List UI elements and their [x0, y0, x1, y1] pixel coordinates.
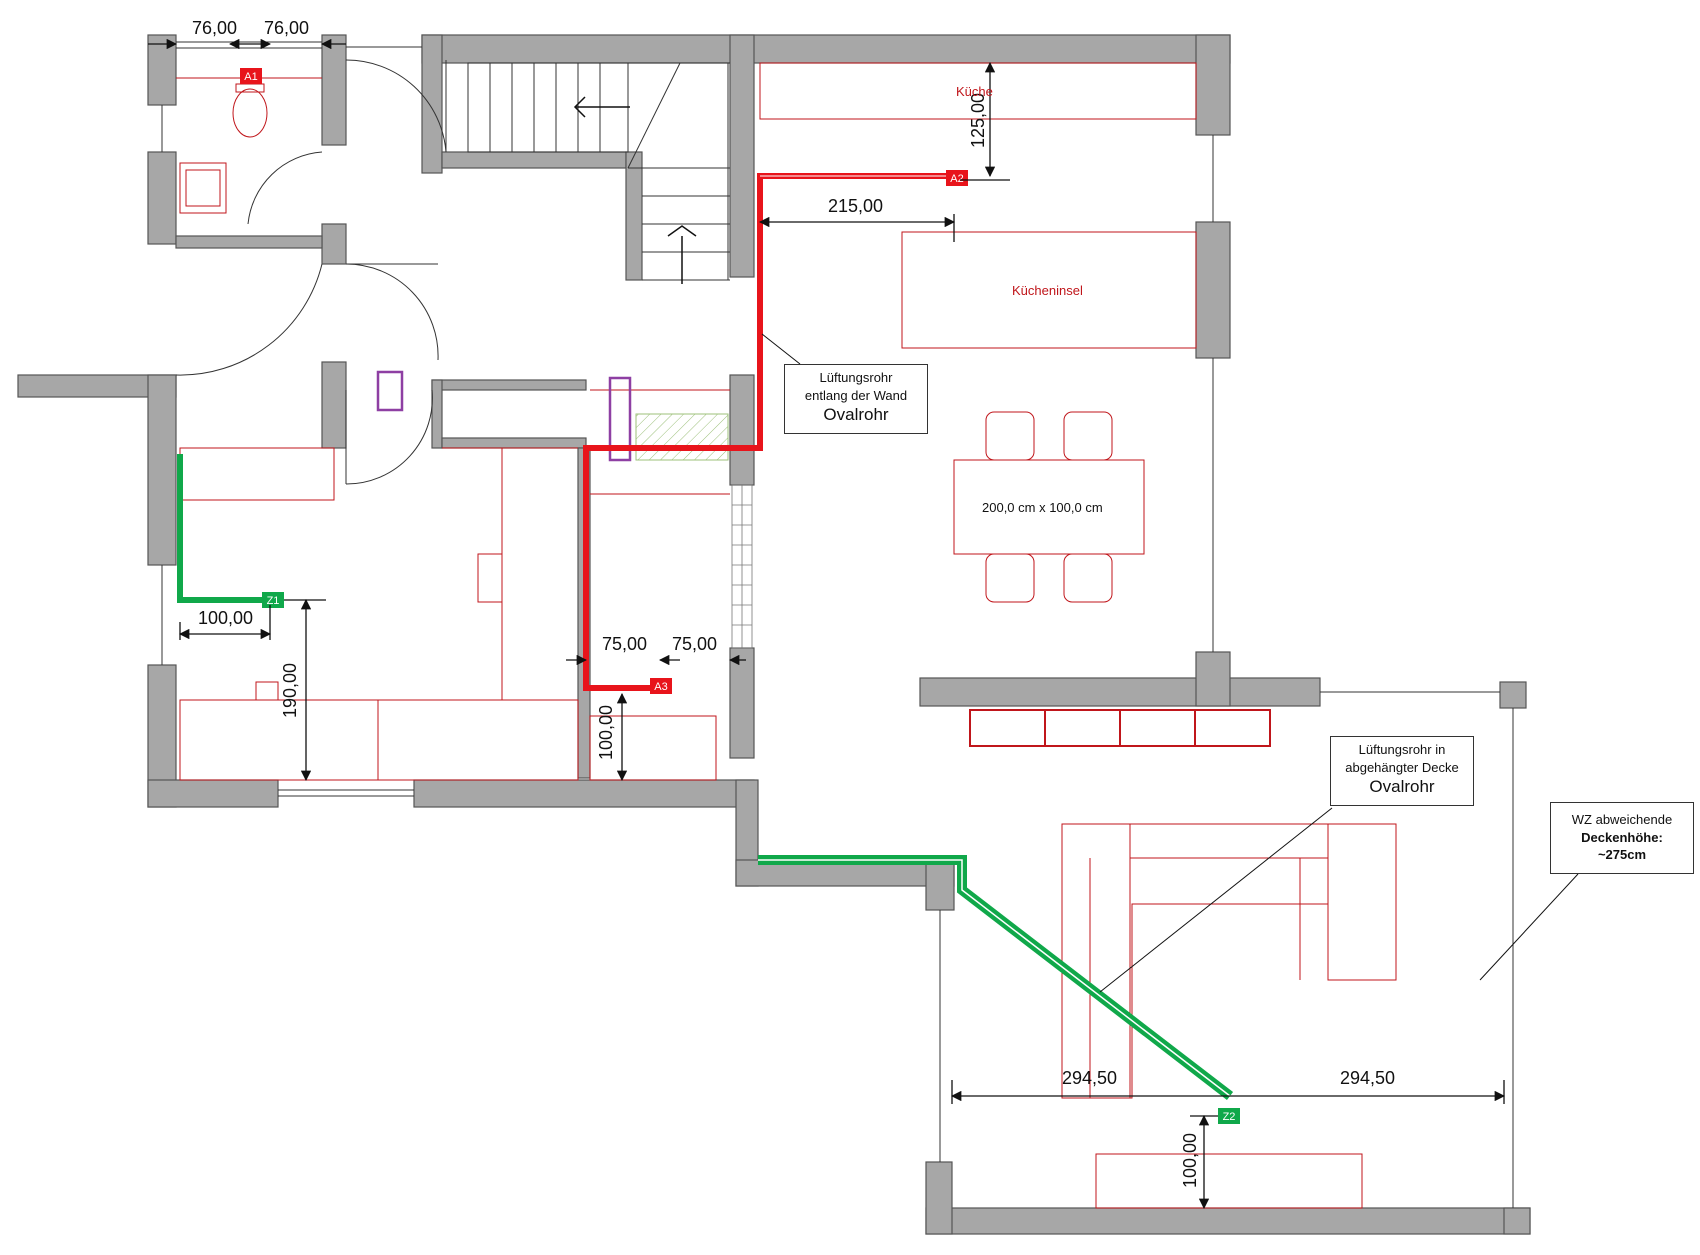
svg-text:A1: A1: [244, 71, 257, 83]
note-ceiling-height: WZ abweichende Deckenhöhe: ~275cm: [1550, 802, 1694, 874]
wall-wc-right-top: [321, 34, 347, 146]
wall-living-bottom: [925, 1207, 1531, 1235]
note-ceiling-height-line3: ~275cm: [1597, 847, 1647, 863]
sink-icon: [179, 162, 227, 214]
wall-stair-mid: [441, 151, 627, 169]
wall-central-bottom: [729, 647, 755, 759]
purple-marker-right: [608, 376, 632, 462]
svg-text:A3: A3: [654, 681, 667, 693]
wall-stair-left: [421, 34, 443, 174]
wall-living-pier: [1499, 681, 1527, 709]
note-ceiling-pipe-line2: abgehängter Decke: [1345, 759, 1459, 775]
note-ceiling-pipe-line1: Lüftungsrohr in: [1358, 742, 1446, 757]
wall-living-right-bottom: [1503, 1207, 1531, 1235]
wall-bottom-left: [147, 779, 279, 808]
staircase: [467, 62, 730, 284]
wall-entry-stub: [321, 361, 347, 449]
wall-kitchen-right: [1195, 221, 1231, 359]
wall-living-left-bottom: [925, 1161, 953, 1235]
note-wall-pipe-line1: Lüftungsrohr: [819, 370, 893, 385]
dim-kitchen-depth: 125,00: [968, 93, 988, 148]
note-ceiling-height-line2: Deckenhöhe:: [1581, 829, 1663, 845]
dimension-texts: 76,00 76,00 125,00 215,00 100,00 190,00 …: [192, 18, 1395, 1188]
duct-markers: A1 A2 A3 Z1 Z2: [240, 68, 1240, 1124]
dim-a3-vertical: 100,00: [596, 705, 616, 760]
wall-living-post: [1195, 651, 1231, 707]
dim-z2-right: 294,50: [1340, 1068, 1395, 1088]
wall-divider-2: [431, 379, 443, 449]
supply-duct: [177, 454, 1234, 1100]
shower-tiles: [731, 484, 753, 649]
dim-kitchen-width: 215,00: [828, 196, 883, 216]
svg-text:Z1: Z1: [267, 595, 280, 607]
kitchen-island: [901, 231, 1197, 349]
note-ceiling-height-line1: WZ abweichende: [1571, 812, 1673, 827]
dim-a3-left: 75,00: [602, 634, 647, 654]
label-kitchen: Küche: [956, 84, 993, 99]
note-ceiling-pipe: Lüftungsrohr in abgehängter Decke Ovalro…: [1330, 736, 1474, 806]
marker-z1[interactable]: Z1: [262, 592, 284, 608]
marker-a2[interactable]: A2: [946, 170, 968, 186]
note-wall-pipe: Lüftungsrohr entlang der Wand Ovalrohr: [784, 364, 928, 434]
svg-text:Z2: Z2: [1223, 1111, 1236, 1123]
dining-table: [953, 459, 1145, 555]
wall-central-lower: [729, 374, 755, 486]
note-ceiling-pipe-line3: Ovalrohr: [1369, 777, 1435, 797]
dim-a3-right: 75,00: [672, 634, 717, 654]
dimension-lines: [148, 38, 1506, 1210]
wall-outer-right-top: [1195, 34, 1231, 136]
dim-z1-vertical: 190,00: [280, 663, 300, 718]
note-wall-pipe-line2: entlang der Wand: [804, 387, 908, 403]
label-kitchen-island: Kücheninsel: [1012, 283, 1083, 298]
dim-z2-left: 294,50: [1062, 1068, 1117, 1088]
wall-wc-right-bottom: [321, 223, 347, 265]
wall-living-partition: [919, 677, 1321, 707]
dim-toilet-right: 76,00: [264, 18, 309, 38]
wall-step-post: [925, 859, 955, 911]
marker-z2[interactable]: Z2: [1218, 1108, 1240, 1124]
shaft-hatch: [635, 413, 729, 461]
windows: [161, 41, 1514, 1208]
doors: [175, 59, 447, 485]
wall-central-upper: [729, 34, 755, 278]
marker-a3[interactable]: A3: [650, 678, 672, 694]
wall-left-mid: [147, 374, 177, 566]
marker-a1[interactable]: A1: [240, 68, 262, 84]
svg-text:A2: A2: [950, 173, 963, 185]
dim-toilet-left: 76,00: [192, 18, 237, 38]
furniture: [176, 62, 1397, 1209]
wall-divider: [431, 379, 587, 391]
wall-wc-left-top: [147, 34, 177, 106]
wall-top: [421, 34, 1231, 64]
wall-stair-mid-vert: [625, 151, 643, 281]
purple-marker-left: [376, 370, 404, 412]
walls: [17, 34, 1531, 1235]
note-wall-pipe-line3: Ovalrohr: [823, 405, 889, 425]
label-dining-table: 200,0 cm x 100,0 cm: [982, 500, 1103, 515]
dim-z1-horizontal: 100,00: [198, 608, 253, 628]
toilet-icon: [232, 88, 268, 138]
wall-wc-bottom: [175, 235, 323, 249]
wall-bottom-mid: [413, 779, 755, 808]
note-leaders: [761, 333, 1579, 993]
wall-divider-3: [441, 437, 587, 449]
dim-z2-vertical: 100,00: [1180, 1133, 1200, 1188]
supply-duct-inner: [758, 859, 1231, 1097]
wall-wc-left-bottom: [147, 151, 177, 245]
